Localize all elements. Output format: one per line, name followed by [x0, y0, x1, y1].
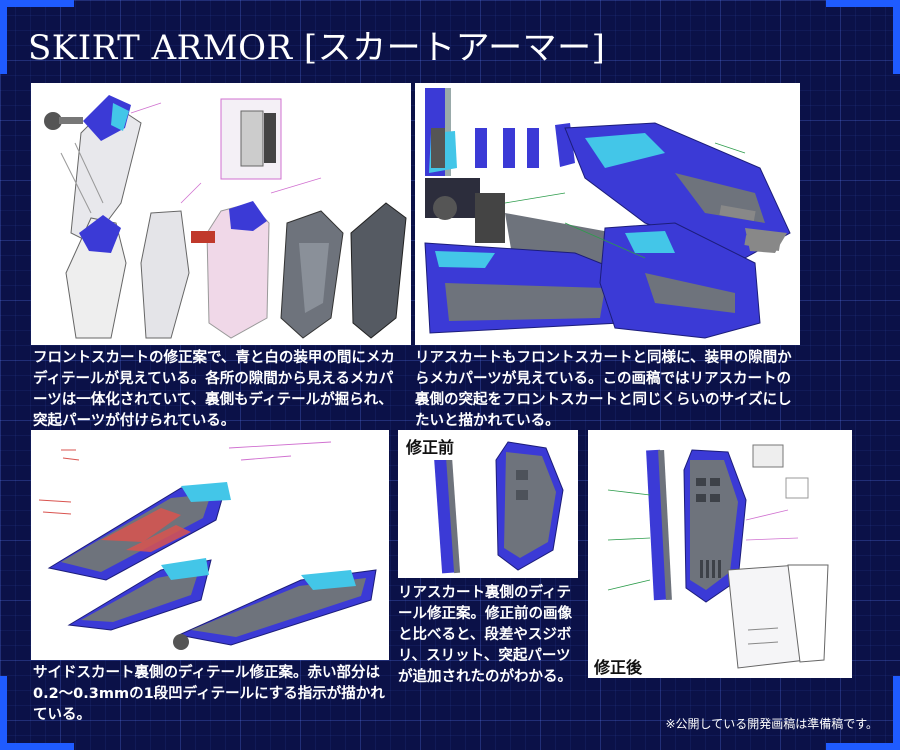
- corner-accent: [826, 743, 900, 750]
- corner-accent: [0, 0, 7, 74]
- front-skirt-image: [31, 83, 411, 345]
- rear-skirt-image: [415, 83, 800, 345]
- corner-accent: [893, 676, 900, 750]
- page-title: SKIRT ARMOR [スカートアーマー]: [28, 28, 606, 68]
- front-skirt-caption: フロントスカートの修正案で、青と白の装甲の間にメカディテールが見えている。各所の…: [33, 350, 395, 429]
- after-image: 修正後: [588, 430, 852, 678]
- side-skirt-caption: サイドスカート裏側のディテール修正案。赤い部分は0.2～0.3mmの1段凹ディテ…: [33, 665, 385, 723]
- corner-accent: [893, 0, 900, 74]
- after-label: 修正後: [588, 652, 649, 678]
- footnote: ※公開している開発画稿は準備稿です。: [665, 717, 879, 731]
- side-skirt-image: [31, 430, 389, 660]
- before-label: 修正前: [400, 432, 461, 460]
- corner-accent: [826, 0, 900, 7]
- corner-accent: [0, 743, 74, 750]
- corner-accent: [0, 676, 7, 750]
- rear-skirt-caption: リアスカートもフロントスカートと同様に、装甲の隙間からメカパーツが見えている。こ…: [415, 350, 792, 429]
- before-image: 修正前: [398, 430, 578, 578]
- rear-detail-caption: リアスカート裏側のディテール修正案。修正前の画像と比べると、段差やスジボリ、スリ…: [398, 585, 572, 685]
- corner-accent: [0, 0, 74, 7]
